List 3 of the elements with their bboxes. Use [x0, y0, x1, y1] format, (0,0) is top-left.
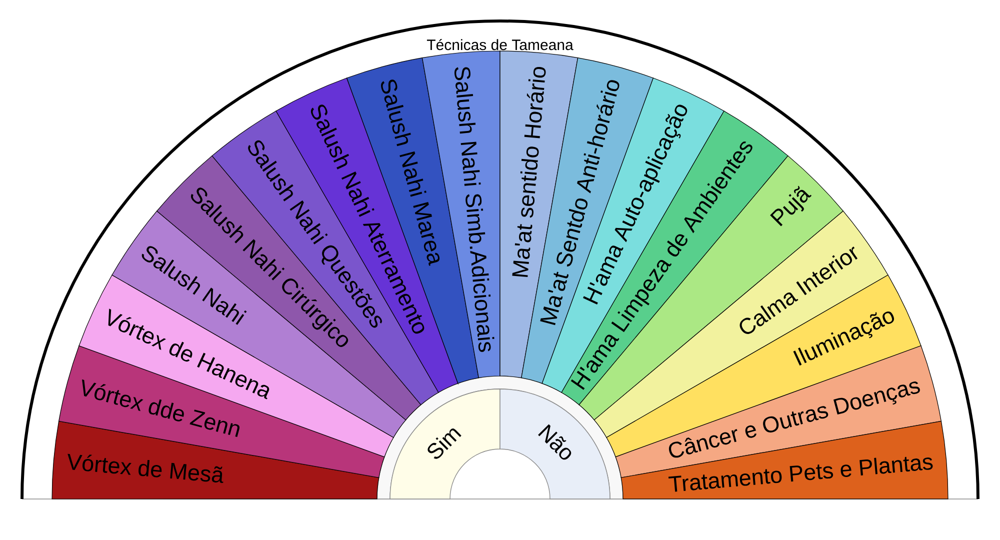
sector: Não: [500, 388, 610, 500]
sector: Sim: [390, 388, 500, 500]
title: Técnicas de Tameana: [426, 38, 574, 50]
